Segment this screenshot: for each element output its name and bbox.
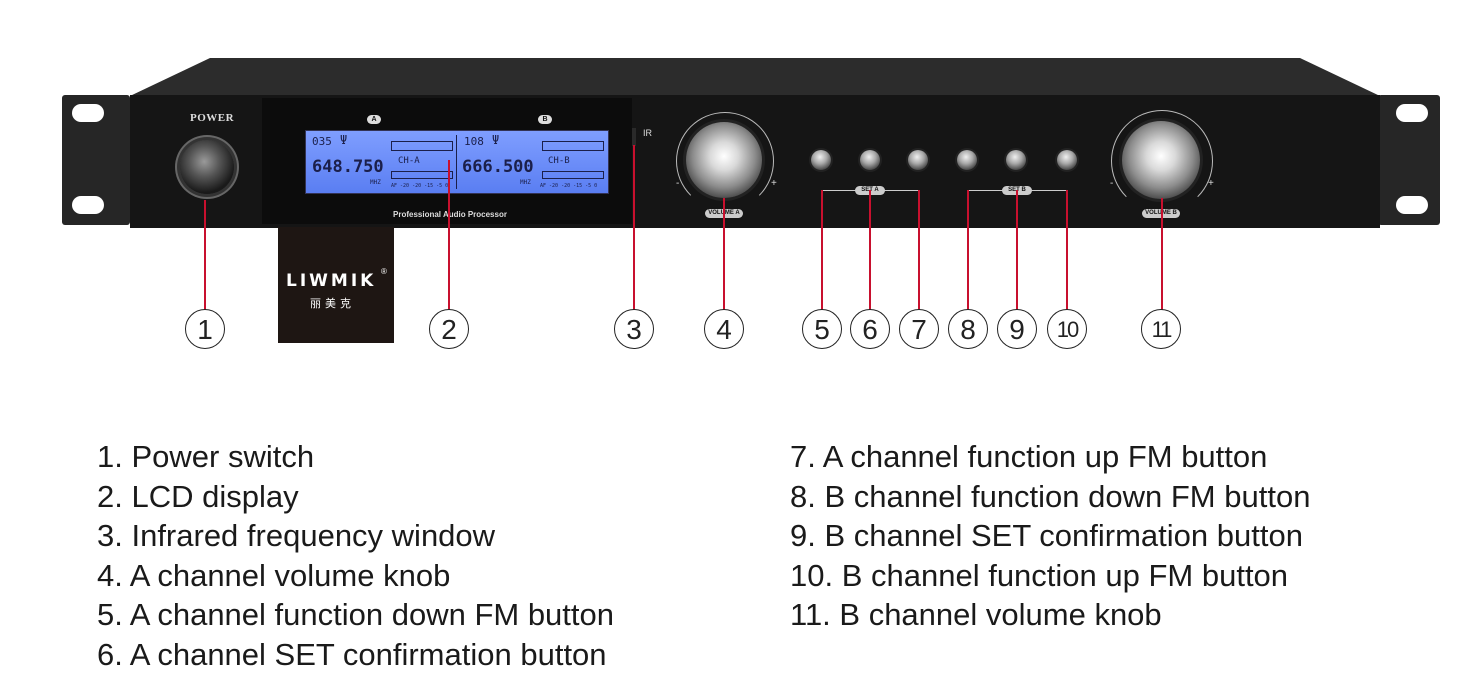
b-set-button[interactable] [1006, 150, 1026, 170]
callout-line-10 [1066, 190, 1068, 310]
callout-2: 2 [429, 309, 469, 349]
callout-5: 5 [802, 309, 842, 349]
callout-line-2 [448, 160, 450, 310]
lcd-b-freq: 666.500 [462, 157, 534, 177]
legend-item: 3. Infrared frequency window [97, 518, 496, 553]
legend-item: 6. A channel SET confirmation button [97, 636, 607, 672]
rack-slot [72, 196, 104, 214]
callout-8: 8 [948, 309, 988, 349]
callout-11: 11 [1141, 309, 1181, 349]
legend-item: 5. A channel function down FM button [97, 597, 615, 632]
lcd-a-meter [391, 141, 453, 151]
a-set-button[interactable] [860, 150, 880, 170]
callout-10: 10 [1047, 309, 1087, 349]
legend-item: 8. B channel function down FM button [790, 478, 1311, 514]
callout-line-8 [967, 190, 969, 310]
callout-line-9 [1016, 190, 1018, 310]
logo-brand-text: LIWMIK [286, 271, 377, 291]
lcd-a-channel: CH-A [398, 156, 420, 166]
rack-slot [1396, 104, 1428, 122]
callout-1: 1 [185, 309, 225, 349]
callout-9: 9 [997, 309, 1037, 349]
lcd-a-meter [391, 171, 453, 179]
lcd-b-channel: CH-B [548, 156, 570, 166]
lcd-b-rf: 108 [464, 135, 484, 148]
callout-line-4 [723, 198, 725, 310]
legend-item: 2. LCD display [97, 478, 299, 514]
ir-label: IR [643, 128, 652, 138]
lcd-b-unit: MHZ [520, 179, 531, 186]
antenna-icon: Ψ [492, 133, 500, 147]
b-down-button[interactable] [957, 150, 977, 170]
knob-b-minus: - [1110, 178, 1114, 189]
lcd-a-freq: 648.750 [312, 157, 384, 177]
a-up-button[interactable] [908, 150, 928, 170]
lcd-divider [456, 135, 457, 189]
a-down-button[interactable] [811, 150, 831, 170]
rack-slot [72, 104, 104, 122]
power-label: POWER [190, 112, 235, 124]
legend-left: 1. Power switch 2. LCD display 3. Infrar… [97, 437, 614, 674]
lcd-a-scale: AF -20 -20 -15 -5 0 [391, 183, 449, 189]
channel-a-tag: A [367, 115, 381, 124]
knob-b-plus: + [1208, 178, 1214, 189]
legend-item: 11. B channel volume knob [790, 597, 1162, 632]
callout-line-6 [869, 190, 871, 310]
b-up-button[interactable] [1057, 150, 1077, 170]
knob-a-minus: - [676, 178, 680, 189]
legend-item: 4. A channel volume knob [97, 557, 451, 593]
callout-7: 7 [899, 309, 939, 349]
legend-item: 9. B channel SET confirmation button [790, 518, 1303, 553]
lcd-a-unit: MHZ [370, 179, 381, 186]
callout-line-7 [918, 190, 920, 310]
callout-line-5 [821, 190, 823, 310]
callout-4: 4 [704, 309, 744, 349]
knob-b-ring [1111, 110, 1213, 212]
lcd-b-scale: AF -20 -20 -15 -5 0 [540, 183, 598, 189]
lcd-a-rf: 035 [312, 135, 332, 148]
volume-knob-b[interactable] [1122, 121, 1200, 199]
rack-slot [1396, 196, 1428, 214]
brand-logo: LIWMIK ® 丽美克 [278, 227, 394, 343]
legend-item: 10. B channel function up FM button [790, 557, 1289, 593]
power-switch-button[interactable] [180, 140, 234, 194]
lcd-b-meter [542, 171, 604, 179]
legend-right: 7. A channel function up FM button 8. B … [790, 437, 1310, 635]
infrared-window [632, 128, 636, 146]
logo-registered: ® [381, 267, 387, 276]
knob-a-plus: + [771, 178, 777, 189]
volume-knob-a[interactable] [686, 122, 762, 198]
antenna-icon: Ψ [340, 133, 348, 147]
callout-6: 6 [850, 309, 890, 349]
logo-chinese-text: 丽美克 [310, 297, 355, 310]
legend-item: 1. Power switch [97, 439, 315, 474]
legend-item: 7. A channel function up FM button [790, 439, 1268, 474]
channel-b-tag: B [538, 115, 552, 124]
callout-line-11 [1161, 198, 1163, 310]
knob-a-ring [676, 112, 774, 210]
lcd-display: 035 Ψ 648.750 CH-A MHZ AF -20 -20 -15 -5… [305, 130, 609, 194]
callout-line-1 [204, 200, 206, 310]
callout-3: 3 [614, 309, 654, 349]
lcd-b-meter [542, 141, 604, 151]
callout-line-3 [633, 145, 635, 310]
